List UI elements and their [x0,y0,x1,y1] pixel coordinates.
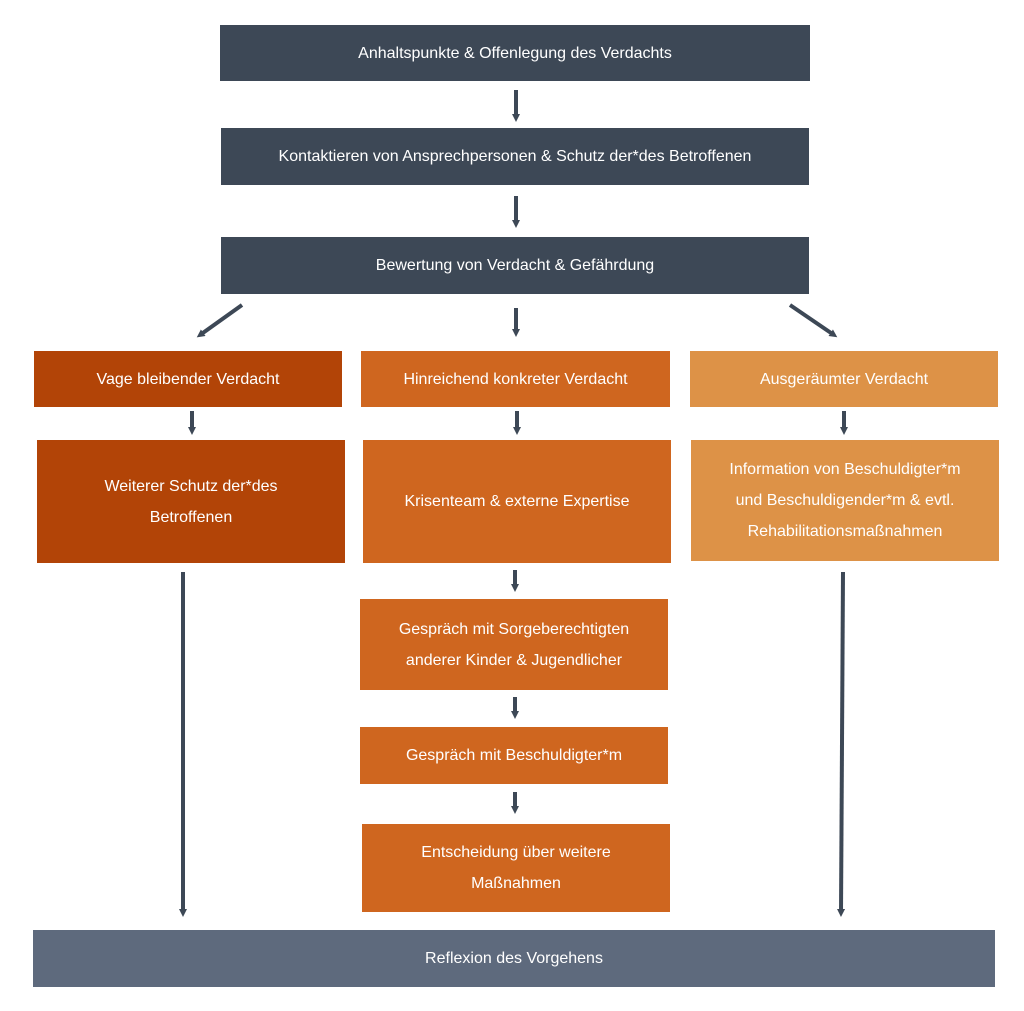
middle-action-crisis-team: Krisenteam & externe Expertise [363,440,671,563]
step-contact-protection: Kontaktieren von Ansprechpersonen & Schu… [221,128,809,185]
final-reflection: Reflexion des Vorgehens [33,930,995,987]
step-suspicion-disclosure: Anhaltspunkte & Offenlegung des Verdacht… [220,25,810,81]
middle-action-guardians-talk: Gespräch mit Sorgeberechtigten anderer K… [360,599,668,690]
left-action-line1: Weiterer Schutz der*des [104,477,278,495]
left-action-protection: Weiterer Schutz der*des Betroffenen [37,440,345,563]
arrow-step3-left [196,303,244,338]
right-action-line1: Information von Beschuldigter*m [729,461,961,478]
right-action-information: Information von Beschuldigter*m und Besc… [691,440,999,561]
branch-cleared-header: Ausgeräumter Verdacht [690,351,998,407]
middle-action2-line1: Gespräch mit Sorgeberechtigten [398,620,630,638]
arrow-step3-right [788,303,838,338]
middle-action4-line1: Entscheidung über weitere [421,844,611,861]
step-assessment: Bewertung von Verdacht & Gefährdung [221,237,809,294]
middle-action4-line2: Maßnahmen [471,875,561,892]
arrow-right-final [837,571,846,917]
branch-concrete-header: Hinreichend konkreter Verdacht [361,351,670,407]
middle-action2-line2: anderer Kinder & Jugendlicher [405,651,623,669]
branch-vague-header: Vage bleibender Verdacht [34,351,342,407]
middle-action-decision: Entscheidung über weitere Maßnahmen [362,824,670,912]
right-action-line3: Rehabilitationsmaßnahmen [747,523,943,540]
right-action-line2: und Beschuldigender*m & evtl. [735,492,955,509]
left-action-line2: Betroffenen [149,508,233,526]
middle-action-accused-talk: Gespräch mit Beschuldigter*m [360,727,668,784]
